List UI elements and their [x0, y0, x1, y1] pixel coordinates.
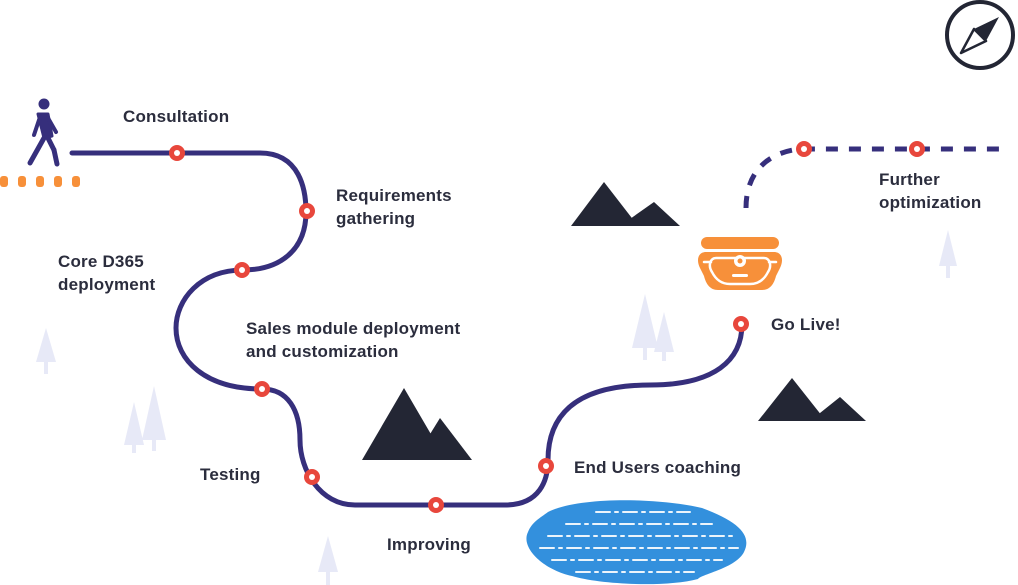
tree-icon: [142, 386, 166, 451]
milestone-dot: [796, 141, 812, 157]
trees: [36, 230, 957, 585]
compass-icon: [945, 0, 1015, 70]
tree-icon: [654, 312, 674, 361]
start-dashes: [0, 176, 80, 187]
tree-icon: [632, 294, 658, 360]
walking-person-icon: [27, 98, 60, 167]
tree-icon: [124, 402, 144, 453]
label-consultation: Consultation: [123, 107, 230, 126]
milestone-dot: [538, 458, 554, 474]
tree-icon: [939, 230, 957, 278]
milestone-dot: [909, 141, 925, 157]
label-testing: Testing: [200, 465, 261, 484]
label-requirements: Requirements gathering: [336, 186, 452, 228]
label-further-optimization: Further optimization: [879, 170, 982, 212]
milestone-dot: [234, 262, 250, 278]
mountain-icon: [758, 378, 866, 421]
label-go-live: Go Live!: [771, 315, 841, 334]
mountains: [362, 182, 866, 460]
milestone-dot: [169, 145, 185, 161]
lake: [526, 500, 747, 585]
label-improving: Improving: [387, 535, 471, 554]
milestone-dot: [299, 203, 315, 219]
milestone-dots: [169, 141, 925, 513]
optimization-path: [743, 146, 1000, 209]
tree-icon: [318, 536, 338, 585]
label-end-users-coaching: End Users coaching: [574, 458, 742, 477]
treasure-chest-icon: [698, 237, 782, 290]
label-core-deployment: Core D365 deployment: [58, 252, 156, 294]
mountain-icon: [362, 388, 472, 460]
tree-icon: [36, 328, 56, 374]
milestone-dot: [428, 497, 444, 513]
roadmap-path: [69, 150, 745, 508]
milestone-dot: [254, 381, 270, 397]
milestone-dot: [733, 316, 749, 332]
mountain-icon: [571, 182, 680, 226]
milestone-dot: [304, 469, 320, 485]
label-sales-module: Sales module deployment and customizatio…: [246, 319, 461, 361]
